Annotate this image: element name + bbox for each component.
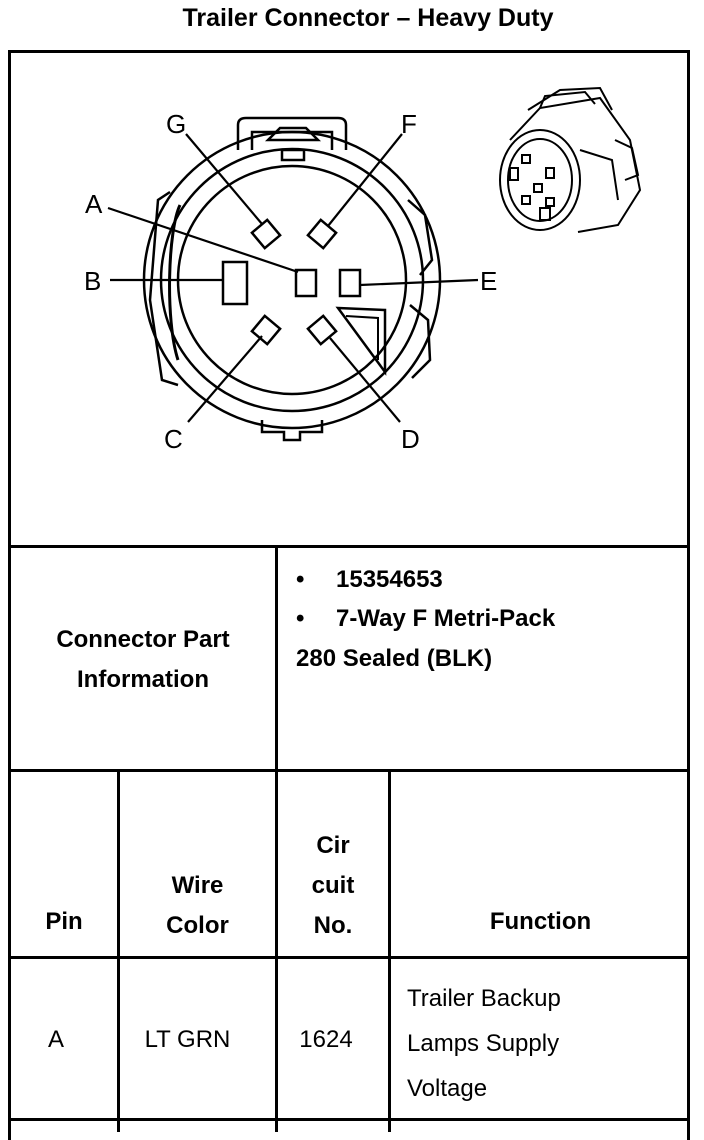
pin-cavity-e (338, 268, 362, 298)
pin-cavity-b (221, 260, 249, 306)
header-circuit-line3: No. (313, 912, 353, 939)
pin-cavity-f (306, 218, 338, 250)
row-a-function: Trailer Backup Lamps Supply Voltage (407, 976, 687, 1111)
part-info-label: Connector Part Information (11, 620, 275, 700)
connector-table (8, 50, 690, 1140)
header-wire-color-line2: Color (166, 912, 229, 939)
header-circuit-line1: Cir (316, 832, 350, 859)
header-function: Function (489, 908, 592, 935)
pin-label-c: C (164, 424, 183, 454)
part-info-label-line1: Connector Part (56, 626, 230, 653)
header-wire-color-line1: Wire (171, 872, 224, 899)
divider-partinfo-bottom (8, 769, 690, 772)
header-circuit-line2: cuit (311, 872, 355, 899)
row-a-pin: A (47, 1026, 64, 1053)
pin-cavity-c (250, 314, 282, 346)
part-info-label-line2: Information (77, 666, 209, 693)
page-title: Trailer Connector – Heavy Duty (182, 4, 554, 32)
part-type-continuation: 280 Sealed (BLK) (296, 645, 493, 672)
divider-diagram-bottom (8, 545, 690, 548)
pin-label-e: E (480, 266, 497, 296)
pin-cavity-g (250, 218, 282, 250)
part-number: 15354653 (336, 566, 443, 593)
divider-col-circuit (388, 769, 391, 1132)
row-a-function-line2: Lamps Supply (407, 1030, 560, 1057)
divider-header-bottom (8, 956, 690, 959)
pin-cavity-a (294, 268, 318, 298)
part-type-item: •7-Way F Metri-Pack (296, 605, 556, 632)
header-circuit-no: Cir cuit No. (278, 826, 388, 946)
header-wire-color: Wire Color (120, 866, 275, 946)
divider-row-a-bottom (8, 1118, 690, 1121)
pin-cavity-d (306, 314, 338, 346)
leader-lines (107, 133, 479, 423)
connector-isometric-view (499, 86, 642, 233)
pin-label-a: A (85, 189, 103, 219)
pin-label-f: F (401, 109, 417, 139)
pin-label-b: B (84, 266, 101, 296)
part-number-item: •15354653 (296, 566, 443, 593)
row-a-wire-color: LT GRN (144, 1026, 231, 1053)
part-type: 7-Way F Metri-Pack (336, 605, 556, 632)
row-a-function-line3: Voltage (407, 1075, 488, 1102)
pin-cavities (221, 218, 362, 346)
header-pin: Pin (45, 908, 83, 935)
row-a-function-line1: Trailer Backup (407, 985, 561, 1012)
connector-diagram: G F A B E C D (84, 86, 642, 454)
row-a-circuit: 1624 (299, 1026, 353, 1053)
pin-label-d: D (401, 424, 420, 454)
divider-partinfo-vertical (275, 545, 278, 1132)
divider-col-pin (117, 769, 120, 1132)
pin-label-g: G (166, 109, 186, 139)
